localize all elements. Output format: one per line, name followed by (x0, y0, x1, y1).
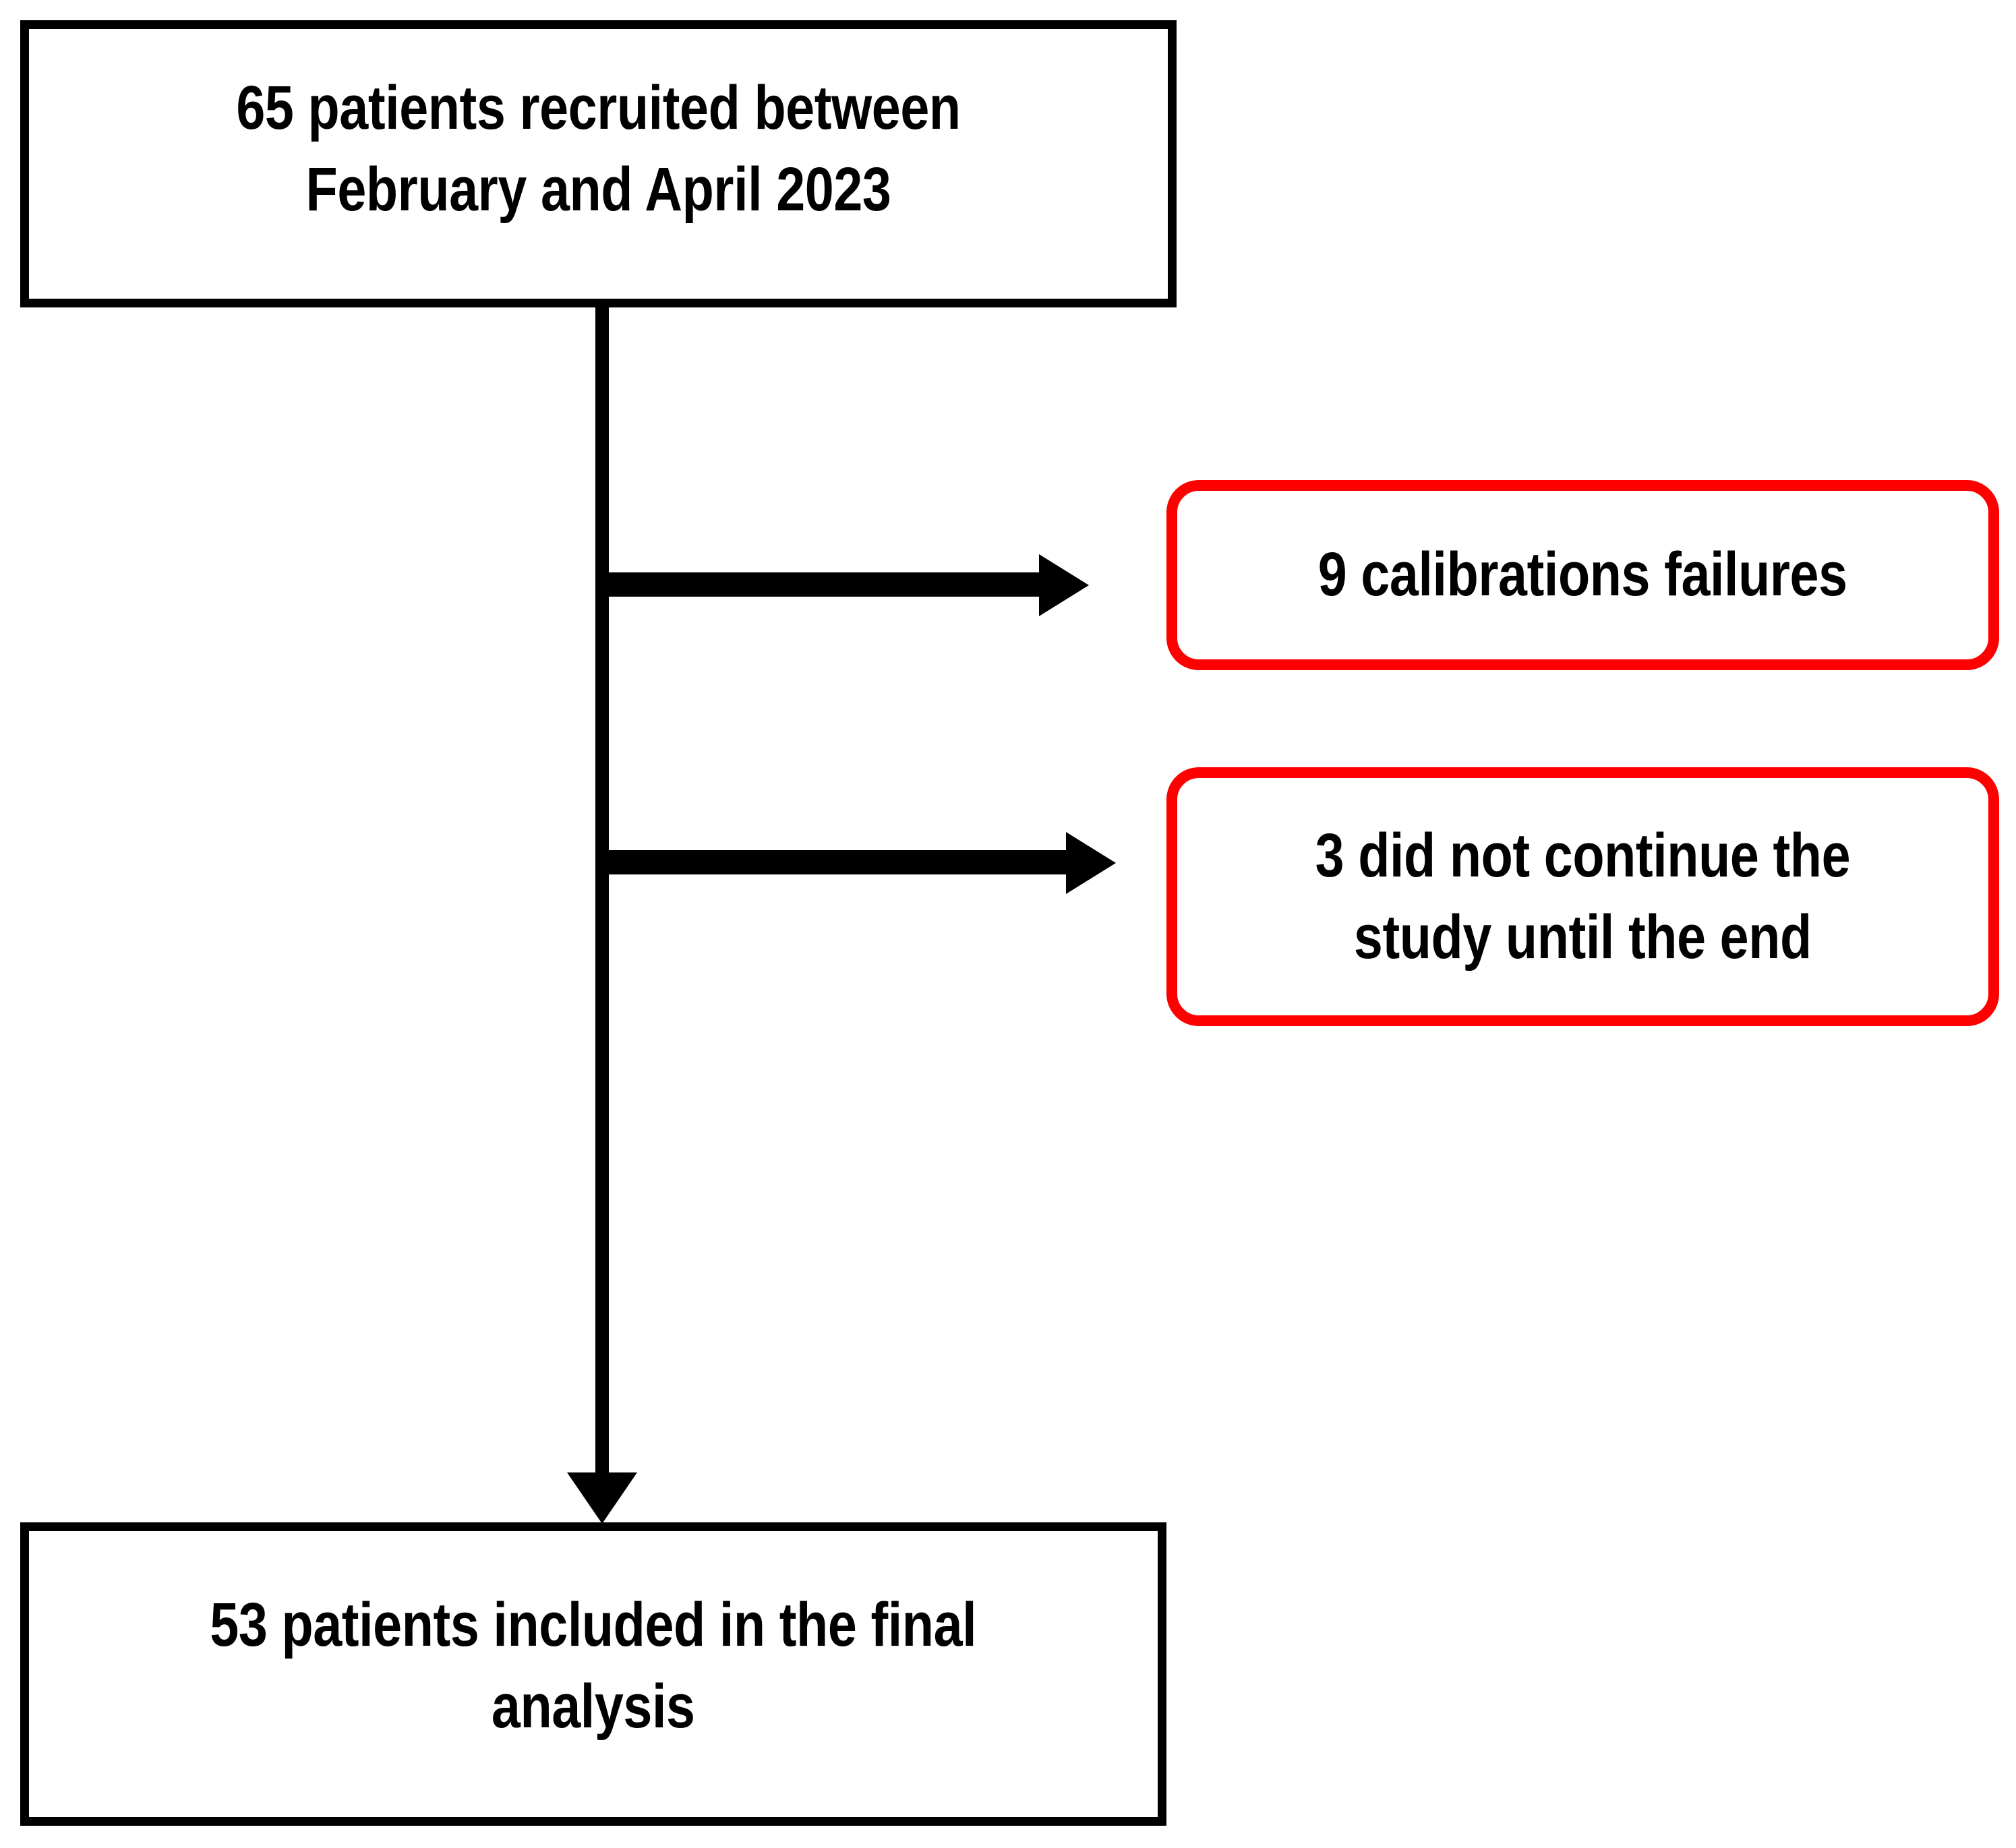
exclusion-box-discontinued-label: 3 did not continue the study until the e… (1315, 821, 1851, 972)
arrowhead-down-icon (567, 1472, 637, 1524)
exclusion-box-calibration-failures: 9 calibrations failures (1166, 480, 1999, 670)
final-analysis-box: 53 patients included in the final analys… (20, 1522, 1166, 1826)
enrollment-box: 65 patients recruited between February a… (20, 20, 1177, 307)
branch-connector-2 (595, 850, 1070, 874)
exclusion-box-discontinued: 3 did not continue the study until the e… (1166, 767, 1999, 1026)
arrowhead-right-2-icon (1066, 832, 1116, 894)
main-vertical-connector (595, 307, 609, 1486)
final-analysis-box-label: 53 patients included in the final analys… (210, 1590, 977, 1741)
enrollment-box-label: 65 patients recruited between February a… (236, 73, 961, 224)
exclusion-box-calibration-failures-label: 9 calibrations failures (1318, 540, 1847, 609)
arrowhead-right-1-icon (1039, 554, 1089, 616)
branch-connector-1 (595, 572, 1043, 597)
